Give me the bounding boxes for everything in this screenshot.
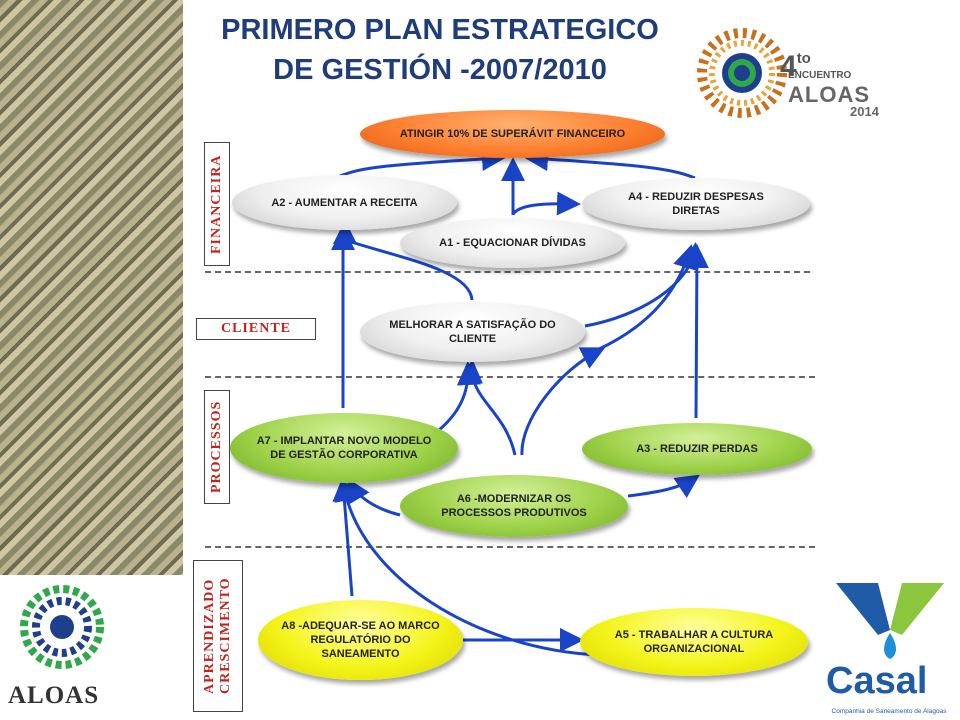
arrow-a2-to-goal	[339, 147, 506, 178]
divider-processes-learning	[205, 546, 815, 548]
node-a1-debts[interactable]: A1 - EQUACIONAR DÍVIDAS	[400, 218, 625, 268]
perspective-label-learning: APRENDIZADO CRESCIMENTO	[193, 560, 243, 712]
arrow-a6-upper	[520, 347, 606, 456]
arrow-a1-to-a4	[511, 191, 581, 216]
divider-financial-client	[205, 271, 810, 273]
arrow-a4-to-goal	[524, 147, 696, 180]
node-a6-modernize-processes[interactable]: A6 -MODERNIZAR OS PROCESSOS PRODUTIVOS	[400, 475, 628, 537]
title-line-2: DE GESTIÓN -2007/2010	[273, 54, 607, 86]
arrow-client-to-a4	[584, 242, 705, 328]
arrow-a6-to-a3	[627, 474, 700, 498]
arrow-a6-to-a7	[346, 477, 401, 517]
casal-emblem-icon	[836, 583, 944, 659]
event-logo-brand: ALOAS	[788, 82, 870, 107]
node-a5-culture[interactable]: A5 - TRABALHAR A CULTURA ORGANIZACIONAL	[580, 608, 808, 676]
node-a2-increase-revenue[interactable]: A2 - AUMENTAR A RECEITA	[232, 175, 457, 230]
aloas-logo-text: ALOAS	[8, 682, 100, 709]
casal-logo-text: Casal	[826, 660, 928, 702]
arrow-a5-to-a7	[334, 477, 601, 657]
arrow-a3-to-a4	[684, 244, 709, 419]
aloas-emblem-icon	[20, 585, 104, 669]
node-a8-regulatory[interactable]: A8 -ADEQUAR-SE AO MARCO REGULATÓRIO DO S…	[258, 600, 463, 680]
casal-logo	[818, 575, 960, 720]
arrow-a6-to-a4	[596, 244, 697, 352]
decorative-side-band	[0, 0, 183, 575]
node-goal-surplus[interactable]: ATINGIR 10% DE SUPERÁVIT FINANCEIRO	[360, 110, 665, 158]
node-a7-management-model[interactable]: A7 - IMPLANTAR NOVO MODELO DE GESTÃO COR…	[230, 413, 458, 483]
node-client-satisfaction[interactable]: MELHORAR A SATISFAÇÃO DO CLIENTE	[360, 302, 585, 362]
perspective-label-client: CLIENTE	[196, 318, 316, 340]
page-title: PRIMERO PLAN ESTRATEGICO DE GESTIÓN -200…	[190, 10, 690, 90]
event-logo-sun-icon	[697, 28, 787, 118]
event-logo-number: 4to	[780, 50, 811, 83]
casal-logo-subtitle: Companhia de Saneamento de Alagoas	[831, 708, 947, 715]
event-logo-name: ENCUENTRO	[788, 70, 852, 81]
title-line-1: PRIMERO PLAN ESTRATEGICO	[221, 14, 659, 46]
arrow-a6-to-client	[459, 359, 517, 456]
divider-client-processes	[205, 376, 815, 378]
node-a4-reduce-expenses[interactable]: A4 - REDUZIR DESPESAS DIRETAS	[582, 178, 810, 230]
event-logo-year: 2014	[850, 104, 879, 119]
aloas-logo	[0, 575, 125, 720]
node-a3-reduce-losses[interactable]: A3 - REDUZIR PERDAS	[582, 423, 812, 475]
